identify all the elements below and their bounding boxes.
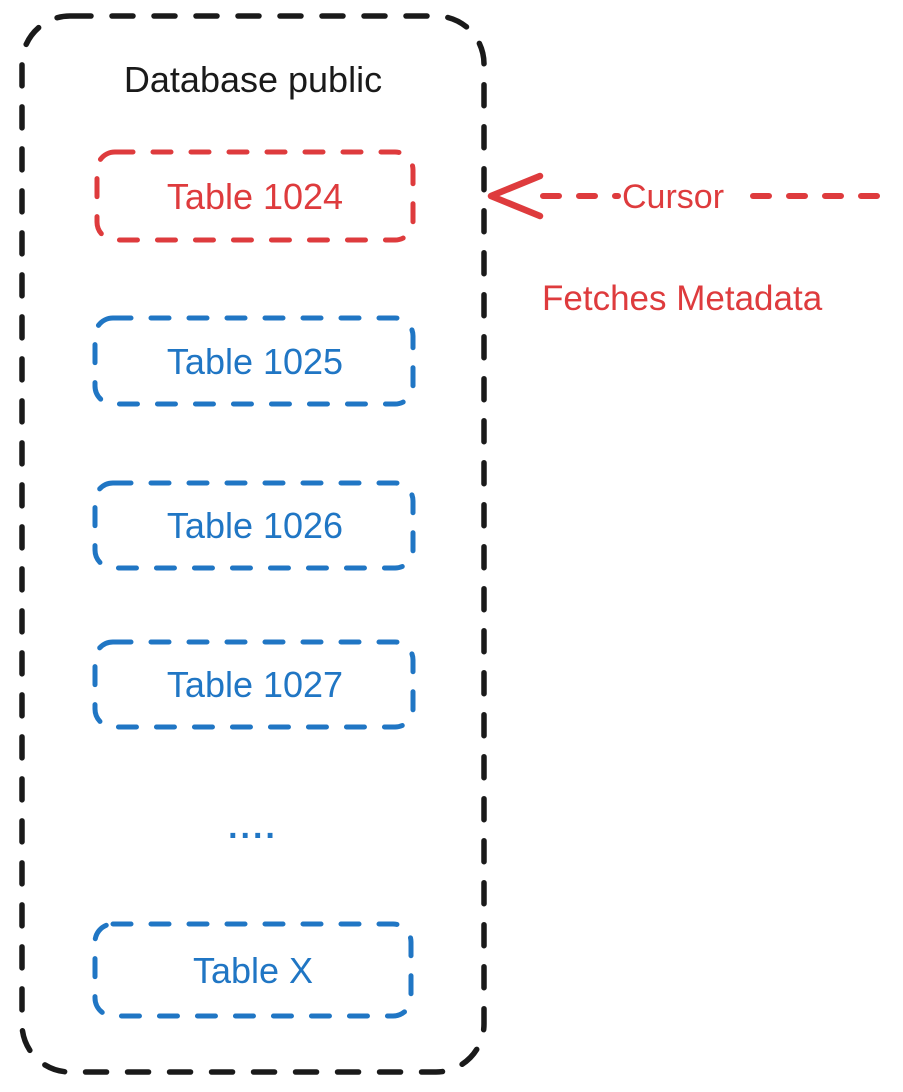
table-1027-label: Table 1027 [167,664,343,705]
table-1024-box [94,149,416,243]
table-1027-box [92,639,416,730]
table-1025-label: Table 1025 [167,341,343,382]
cursor-arrow: Cursor [487,172,889,220]
cursor-arrowhead-icon [487,172,544,220]
database-boundary [19,13,487,1075]
table-1024-label: Table 1024 [167,176,343,217]
database-title: Database public [124,59,382,100]
table-1026-label: Table 1026 [167,505,343,546]
table-node-1025: Table 1025 [92,315,416,407]
ellipsis-text: .... [228,808,278,846]
fetches-metadata-label: Fetches Metadata [542,279,823,318]
table-node-1024: Table 1024 [94,149,416,243]
table-x-label: Table X [193,950,313,991]
table-x-box [92,921,414,1019]
table-node-x: Table X [92,921,414,1019]
cursor-label: Cursor [622,178,724,216]
table-1025-box [92,315,416,407]
table-node-1027: Table 1027 [92,639,416,730]
table-node-1026: Table 1026 [92,480,416,571]
table-1026-box [92,480,416,571]
